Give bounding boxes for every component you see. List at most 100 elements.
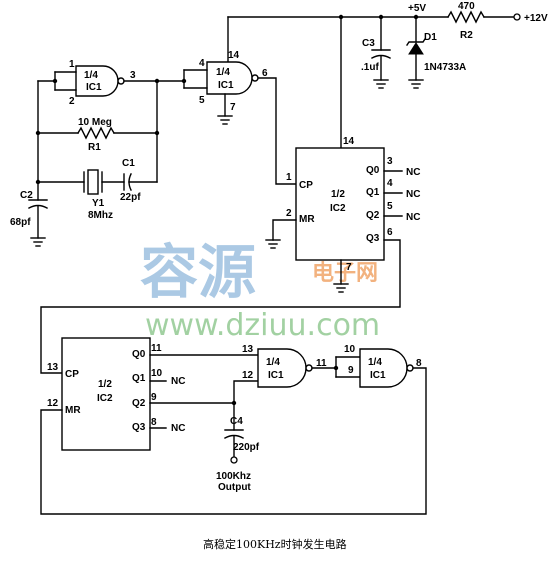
counter2-box	[61, 337, 151, 451]
counter1-q3: Q3	[366, 233, 380, 244]
counter1-pin-cp: 1	[286, 172, 292, 183]
ground-symbol	[373, 79, 389, 89]
ground-symbol	[30, 237, 46, 247]
gate-b-pin6: 6	[262, 68, 268, 79]
r1-value: 10 Meg	[78, 117, 112, 128]
counter1-mr: MR	[299, 214, 315, 225]
c2-ref: C2	[20, 190, 33, 201]
counter1-pin-vcc: 14	[343, 136, 355, 147]
gate-d-pin9: 9	[348, 365, 354, 376]
gate-a-pin2: 2	[69, 96, 75, 107]
gate-a-pin1: 1	[69, 59, 75, 70]
gate-a	[75, 65, 125, 97]
counter2-nc-q3: NC	[171, 423, 185, 434]
watermark-chinese: 容源	[140, 238, 256, 306]
gate-a-label2: IC1	[86, 82, 102, 93]
r2-value: 470	[458, 1, 475, 12]
counter2-nc-q1: NC	[171, 376, 185, 387]
counter1-q1: Q1	[366, 187, 380, 198]
ground-symbol	[408, 79, 424, 89]
watermark-chinese-small: 电子网	[312, 261, 378, 286]
gate-c-label1: 1/4	[266, 357, 280, 368]
counter1-nc-q0: NC	[406, 167, 420, 178]
c4-value: 220pf	[233, 442, 260, 453]
counter2-pin-q1: 10	[151, 368, 163, 379]
y1-ref: Y1	[92, 198, 105, 209]
ground-symbol	[265, 239, 281, 249]
counter1-pin-gnd: 7	[346, 262, 352, 273]
counter2-pin-q2: 9	[151, 392, 157, 403]
counter2-pin-mr: 12	[47, 398, 59, 409]
c3-ref: C3	[362, 38, 375, 49]
gate-b-label2: IC1	[218, 80, 234, 91]
r2-resistor	[447, 10, 485, 24]
gate-b-pin5: 5	[199, 95, 205, 106]
counter2-q2: Q2	[132, 398, 146, 409]
counter1-label1: 1/2	[331, 189, 345, 200]
counter1-q2: Q2	[366, 210, 380, 221]
counter1-nc-q1: NC	[406, 189, 420, 200]
c4-ref: C4	[230, 416, 243, 427]
counter1-pin-mr: 2	[286, 208, 292, 219]
r2-ref: R2	[460, 30, 473, 41]
r1-resistor	[77, 126, 115, 140]
gate-b	[206, 61, 259, 95]
counter1-pin-q1: 4	[387, 178, 393, 189]
gate-c-label2: IC1	[268, 370, 284, 381]
gate-c-pin12: 12	[242, 370, 254, 381]
c2-capacitor	[28, 199, 48, 239]
counter2-q0: Q0	[132, 349, 146, 360]
gate-b-pin7: 7	[230, 102, 236, 113]
d1-zener-diode	[406, 16, 426, 81]
gate-c-pin13: 13	[242, 344, 254, 355]
r1-ref: R1	[88, 142, 101, 153]
gate-d-label1: 1/4	[368, 357, 382, 368]
counter1-pin-q0: 3	[387, 156, 393, 167]
counter2-label1: 1/2	[98, 379, 112, 390]
gate-b-pin4: 4	[199, 58, 205, 69]
gate-c	[257, 348, 313, 388]
y1-crystal	[83, 169, 103, 195]
counter1-cp: CP	[299, 180, 313, 191]
counter1-pin-q3: 6	[387, 227, 393, 238]
counter2-pin-q0: 11	[151, 343, 162, 354]
ground-symbol	[333, 283, 349, 293]
counter1-nc-q2: NC	[406, 212, 420, 223]
vcc-label: +5V	[408, 3, 426, 14]
gate-b-label1: 1/4	[216, 67, 230, 78]
counter2-mr: MR	[65, 405, 81, 416]
vin-label: +12V	[524, 13, 548, 24]
output-terminal	[230, 456, 238, 464]
counter1-pin-q2: 5	[387, 201, 393, 212]
counter2-q1: Q1	[132, 373, 146, 384]
gate-d-pin8: 8	[416, 358, 422, 369]
counter1-box	[295, 147, 385, 261]
counter1-q0: Q0	[366, 165, 380, 176]
y1-value: 8Mhz	[88, 210, 113, 221]
caption: 高稳定100KHz时钟发生电路	[203, 537, 347, 551]
d1-part: 1N4733A	[424, 62, 466, 73]
vin-terminal	[513, 13, 521, 21]
output-line2: Output	[218, 482, 251, 493]
c1-ref: C1	[122, 158, 135, 169]
c3-value: .1uf	[361, 62, 379, 73]
d1-ref: D1	[424, 32, 437, 43]
counter1-label2: IC2	[330, 203, 346, 214]
output-line1: 100Khz	[216, 471, 251, 482]
counter2-q3: Q3	[132, 422, 146, 433]
counter2-label2: IC2	[97, 393, 113, 404]
gate-d-label2: IC1	[370, 370, 386, 381]
gate-d-pin10: 10	[344, 344, 356, 355]
gate-a-pin3: 3	[130, 70, 136, 81]
gate-c-pin11: 11	[316, 358, 327, 369]
ground-symbol	[217, 115, 233, 125]
counter2-pin-q3: 8	[151, 417, 157, 428]
c2-value: 68pf	[10, 217, 31, 228]
c1-value: 22pf	[120, 192, 141, 203]
c3-capacitor	[371, 16, 391, 81]
watermark-url: www.dziuu.com	[145, 308, 380, 343]
gate-d	[359, 348, 414, 388]
gate-b-pin14: 14	[228, 50, 240, 61]
counter2-pin-cp: 13	[47, 362, 59, 373]
